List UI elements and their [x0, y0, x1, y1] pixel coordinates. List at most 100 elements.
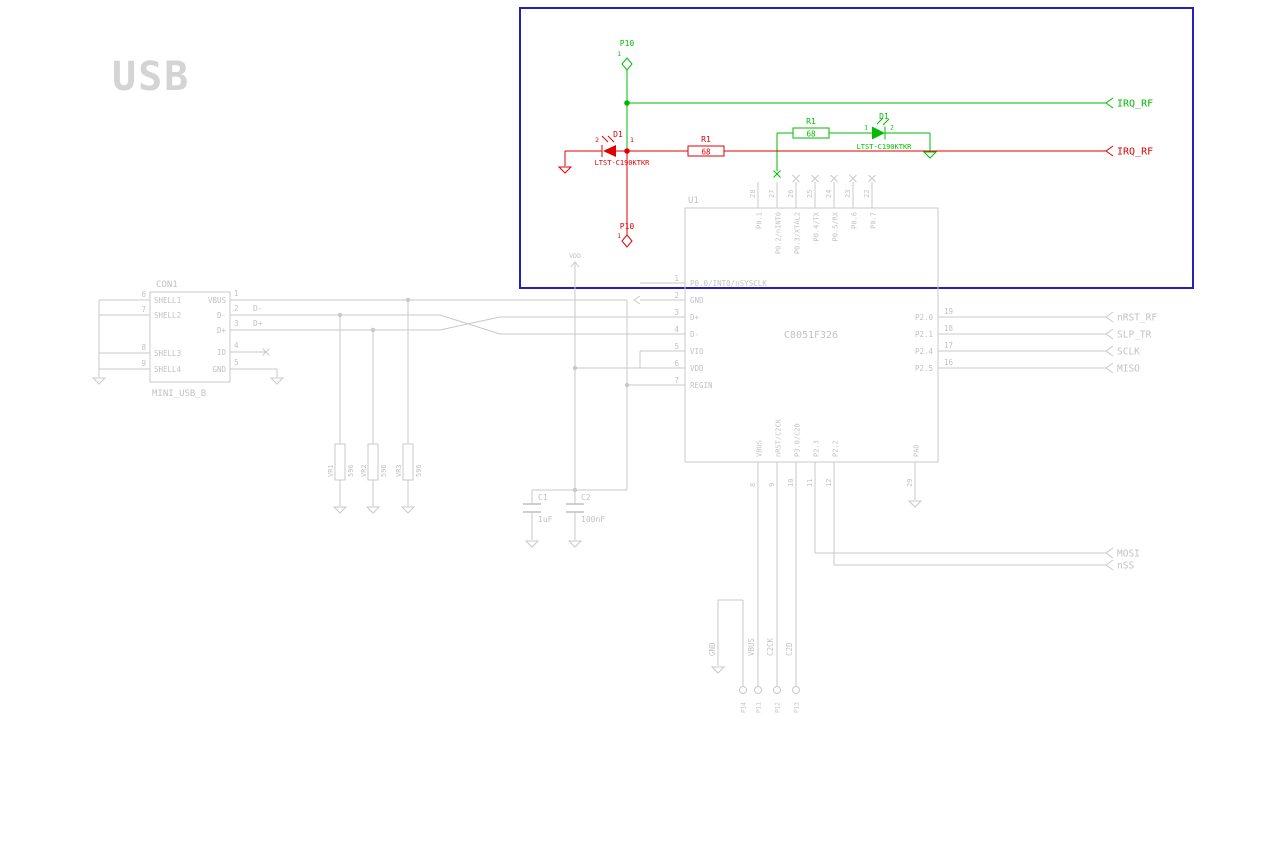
tp-ref-label: P12: [775, 702, 782, 713]
ground-symbol: [568, 540, 582, 548]
nss-flag[interactable]: nSS: [1105, 559, 1134, 572]
u1-pin-num: 19: [944, 307, 953, 316]
testpoint-p14[interactable]: GND P14: [708, 642, 748, 713]
pin-header-icon: [621, 57, 633, 71]
irq-rf-added-label[interactable]: IRQ_RF: [1105, 97, 1153, 110]
u1-pin-num: 28: [749, 190, 757, 198]
vr1-varistor[interactable]: VR1 596: [327, 443, 355, 481]
u1-pin-name: P2.2: [832, 440, 840, 457]
d1-added-pin2: 2: [890, 124, 894, 132]
slp-tr-flag[interactable]: SLP_TR: [1105, 328, 1152, 341]
u1-pin-name: D+: [690, 313, 700, 322]
vr3-varistor[interactable]: VR3 596: [395, 443, 423, 481]
con1-pin-num: 8: [141, 343, 146, 352]
ground-symbol: [711, 666, 725, 674]
tp-net-label: C2D: [785, 642, 794, 656]
u1-pin-num: 4: [674, 325, 679, 334]
tp-net-label: GND: [708, 642, 717, 656]
c2-capacitor[interactable]: C2 100nF: [566, 493, 605, 524]
u1-pin-num: 2: [674, 291, 679, 300]
testpoint-p13[interactable]: C2D P13: [785, 642, 801, 713]
u1-ref-label: U1: [688, 196, 699, 206]
u1-pin-num: 8: [749, 483, 757, 487]
p10-removed-pin[interactable]: P10 1: [617, 222, 635, 248]
u1-pin-name: P0.1: [756, 212, 764, 229]
u1-pin-name: nRST/C2CK: [775, 418, 783, 457]
u1-pin-num: 25: [806, 190, 814, 198]
gnd-flag-icon: [633, 295, 641, 305]
u1-pin-num: 6: [674, 359, 679, 368]
u1-pin-num: 9: [768, 483, 776, 487]
u1-pin-name: P0.4/TX: [813, 211, 821, 241]
tp-ref-label: P13: [794, 702, 801, 713]
net-label-dminus[interactable]: D-: [253, 304, 263, 313]
r1-added-resistor[interactable]: R1 68: [792, 117, 830, 139]
d1-removed-pin1: 1: [630, 136, 634, 144]
u1-pin-num: 23: [844, 190, 852, 198]
u1-pin-name: P0.7: [870, 212, 878, 229]
con1-pin-name: GND: [212, 365, 226, 374]
no-connect-icon: [830, 174, 838, 183]
u1-pin-name: VDD: [690, 364, 704, 373]
no-connect-icon: [849, 174, 857, 183]
u1-pin-name: P2.4: [915, 347, 934, 356]
u1-pin-num: 5: [674, 342, 679, 351]
u1-pin-name: P2.0: [915, 313, 934, 322]
vdd-label: VDD: [569, 252, 581, 260]
ground-symbol: [558, 166, 572, 174]
u1-pin-num: 10: [787, 479, 795, 487]
d1-removed-ref: D1: [613, 130, 623, 139]
pin-header-icon: [621, 234, 633, 248]
p10-removed-label: P10: [620, 222, 635, 231]
con1-pin-num: 4: [234, 341, 239, 350]
c1-capacitor[interactable]: C1 1uF: [523, 493, 553, 524]
miso-flag[interactable]: MISO: [1105, 362, 1140, 375]
no-connect-icon: [868, 174, 876, 183]
vdd-power-flag[interactable]: VDD: [569, 252, 581, 278]
net-flag-icon: [1105, 97, 1114, 109]
u1-pin-num: 26: [787, 190, 795, 198]
ground-symbol: [92, 377, 106, 385]
c1-ref-label: C1: [538, 493, 548, 502]
nrst-rf-flag[interactable]: nRST_RF: [1105, 311, 1157, 324]
r1-removed-value: 68: [701, 148, 711, 157]
r1-removed-ref: R1: [701, 135, 711, 144]
wires: [266, 278, 1106, 686]
irq-rf-removed-label[interactable]: IRQ_RF: [1105, 145, 1153, 158]
c2-ref-label: C2: [581, 493, 591, 502]
con1-connector[interactable]: CON1 MINI_USB_B 6 7 8 9 SHELL1 SHELL2 SH…: [92, 280, 284, 399]
net-flag-icon: [1105, 345, 1114, 357]
ground-symbol: [366, 506, 380, 514]
vr2-varistor[interactable]: VR2 596: [360, 443, 388, 481]
con1-pin-num: 6: [141, 290, 146, 299]
sclk-flag[interactable]: SCLK: [1105, 345, 1140, 358]
vr3-value-label: 596: [415, 464, 423, 477]
irq-rf-added-text: IRQ_RF: [1117, 99, 1153, 110]
u1-pin-num: 16: [944, 358, 954, 367]
con1-pin-name: SHELL4: [154, 365, 182, 374]
u1-mcu[interactable]: U1 C8051F326 1 2 3 4 5 6 7 P0.0/INT0/nSY…: [633, 174, 954, 490]
mosi-flag[interactable]: MOSI: [1105, 547, 1140, 560]
u1-pin-name: P2.5: [915, 364, 933, 373]
u1-pin-name: REGIN: [690, 381, 713, 390]
con1-pin-name: SHELL1: [154, 296, 181, 305]
d1-removed-led[interactable]: 2 1 D1 LTST-C190KTKR: [595, 130, 651, 167]
testpoint-p11[interactable]: VBUS P11: [747, 637, 763, 713]
r1-removed-resistor[interactable]: R1 68: [687, 135, 725, 157]
u1-pin-num: 27: [768, 190, 776, 198]
net-label-dplus[interactable]: D+: [253, 319, 263, 328]
u1-pin-num: 7: [674, 376, 679, 385]
u1-pin-num: 11: [806, 479, 814, 487]
added-wires: [624, 70, 1106, 178]
tp-net-label: C2CK: [766, 637, 775, 656]
u1-pin-name: VBUS: [756, 440, 764, 457]
u1-pin-name: P0.6: [851, 212, 859, 229]
u1-pin-num: 22: [863, 190, 871, 198]
nrst-rf-label: nRST_RF: [1117, 313, 1157, 324]
u1-pin-num: 29: [906, 479, 914, 487]
testpoint-p12[interactable]: C2CK P12: [766, 637, 782, 713]
d1-added-led[interactable]: 1 2 D1 LTST-C190KTKR: [857, 112, 913, 151]
u1-pin-name: P2.3: [813, 440, 821, 457]
p10-added-pin[interactable]: P10 1: [617, 39, 634, 71]
u1-pin-name: P2.1: [915, 330, 933, 339]
